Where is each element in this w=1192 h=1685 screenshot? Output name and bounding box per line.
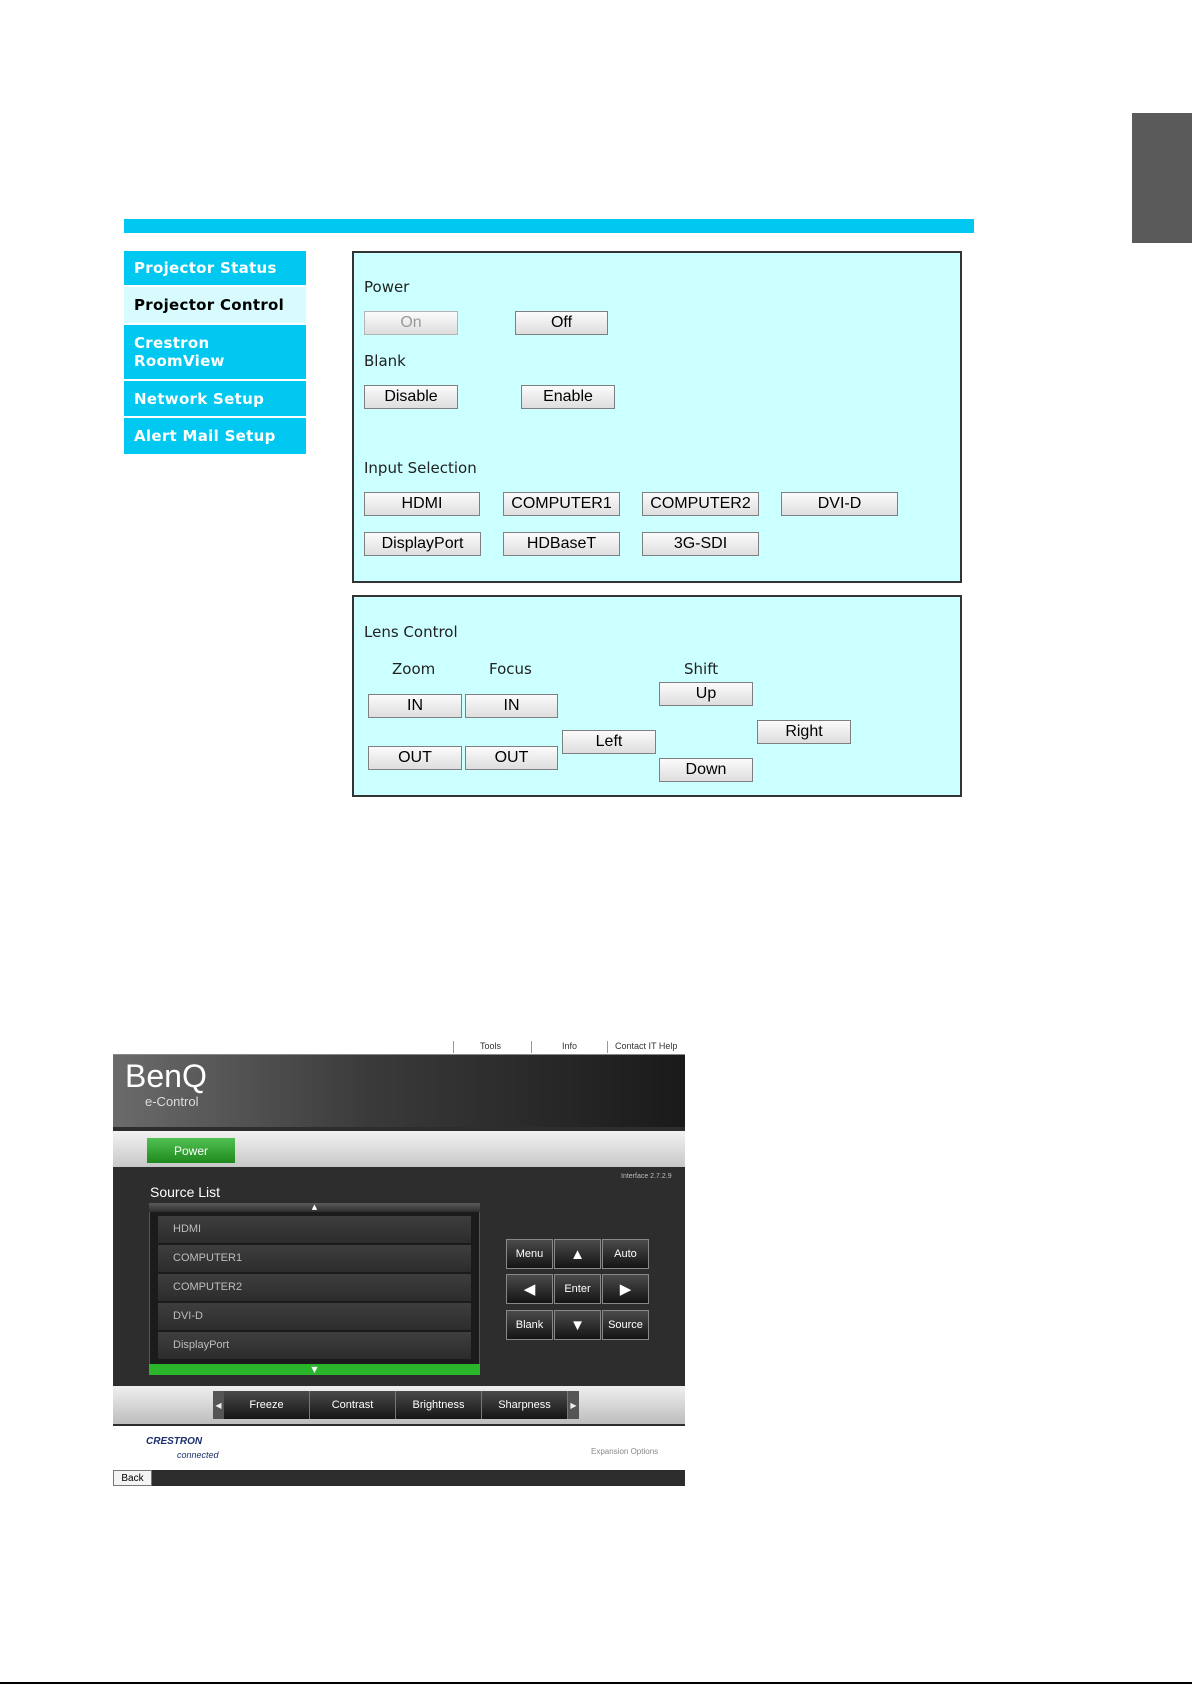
sidebar-item-network-setup[interactable]: Network Setup (124, 381, 306, 418)
contact-it-help-link[interactable]: Contact IT Help (615, 1041, 678, 1051)
auto-button[interactable]: Auto (602, 1239, 649, 1269)
sidebar: Projector Status Projector Control Crest… (124, 251, 306, 456)
econtrol-footer (113, 1426, 685, 1470)
scroll-up-icon[interactable]: ▲ (149, 1203, 480, 1212)
shift-right-button[interactable]: Right (757, 720, 851, 744)
sidebar-item-projector-control[interactable]: Projector Control (124, 287, 306, 325)
zoom-out-button[interactable]: OUT (368, 746, 462, 770)
focus-out-button[interactable]: OUT (465, 746, 558, 770)
sidebar-item-crestron-roomview[interactable]: Crestron RoomView (124, 325, 306, 381)
blank-button[interactable]: Blank (506, 1310, 553, 1340)
contrast-button[interactable]: Contrast (310, 1391, 396, 1419)
shift-left-button[interactable]: Left (562, 730, 656, 754)
shift-label: Shift (684, 660, 719, 678)
source-button[interactable]: Source (602, 1310, 649, 1340)
control-panel (352, 251, 962, 583)
tools-link[interactable]: Tools (480, 1041, 502, 1051)
zoom-in-button[interactable]: IN (368, 694, 462, 718)
econtrol-window: Tools Info Contact IT Help BenQ e-Contro… (113, 1040, 685, 1486)
input-hdbaset-button[interactable]: HDBaseT (503, 532, 620, 556)
sharpness-button[interactable]: Sharpness (482, 1391, 568, 1419)
blank-disable-button[interactable]: Disable (364, 385, 458, 409)
source-list: HDMI COMPUTER1 COMPUTER2 DVI-D DisplayPo… (149, 1203, 480, 1375)
zoom-label: Zoom (392, 660, 436, 678)
sidebar-item-projector-status[interactable]: Projector Status (124, 251, 306, 287)
freeze-button[interactable]: Freeze (224, 1391, 310, 1419)
crestron-logo: CRESTRON (146, 1436, 203, 1447)
power-off-button[interactable]: Off (515, 311, 608, 335)
blank-label: Blank (364, 352, 406, 370)
shift-down-button[interactable]: Down (659, 758, 753, 782)
blank-enable-button[interactable]: Enable (521, 385, 615, 409)
power-on-button[interactable]: On (364, 311, 458, 335)
power-label: Power (364, 278, 410, 296)
function-next-icon[interactable]: ▶ (568, 1391, 579, 1419)
enter-button[interactable]: Enter (554, 1274, 601, 1304)
interface-version: Interface 2.7.2.9 (621, 1173, 672, 1180)
input-dvid-button[interactable]: DVI-D (781, 492, 898, 516)
brightness-button[interactable]: Brightness (396, 1391, 482, 1419)
source-item-hdmi[interactable]: HDMI (158, 1216, 471, 1243)
scroll-down-icon[interactable]: ▼ (149, 1364, 480, 1375)
source-list-title: Source List (150, 1184, 221, 1200)
econtrol-header (113, 1055, 685, 1127)
input-computer2-button[interactable]: COMPUTER2 (642, 492, 759, 516)
expansion-options-link[interactable]: Expansion Options (591, 1447, 659, 1456)
source-item-computer1[interactable]: COMPUTER1 (158, 1245, 471, 1272)
up-arrow-icon[interactable]: ▲ (554, 1239, 601, 1269)
sidebar-item-alert-mail-setup[interactable]: Alert Mail Setup (124, 418, 306, 456)
input-hdmi-button[interactable]: HDMI (364, 492, 480, 516)
econtrol-top-links: Tools Info Contact IT Help (113, 1040, 685, 1055)
down-arrow-icon[interactable]: ▼ (554, 1310, 601, 1340)
lens-control-title: Lens Control (364, 623, 458, 641)
crestron-connected-text: connected (177, 1450, 219, 1460)
econtrol-power-button[interactable]: Power (147, 1138, 235, 1163)
input-computer1-button[interactable]: COMPUTER1 (503, 492, 620, 516)
page-footer-rule (0, 1682, 1192, 1684)
focus-in-button[interactable]: IN (465, 694, 558, 718)
function-prev-icon[interactable]: ◀ (213, 1391, 224, 1419)
econtrol-subtitle: e-Control (145, 1094, 199, 1109)
right-arrow-icon[interactable]: ▶ (602, 1274, 649, 1304)
shift-up-button[interactable]: Up (659, 682, 753, 706)
focus-label: Focus (489, 660, 532, 678)
header-bar (124, 219, 974, 233)
chapter-tab (1132, 113, 1192, 243)
input-3gsdi-button[interactable]: 3G-SDI (642, 532, 759, 556)
back-button[interactable]: Back (113, 1470, 152, 1486)
left-arrow-icon[interactable]: ◀ (506, 1274, 553, 1304)
input-selection-label: Input Selection (364, 459, 477, 477)
menu-button[interactable]: Menu (506, 1239, 553, 1269)
source-item-computer2[interactable]: COMPUTER2 (158, 1274, 471, 1301)
source-item-displayport[interactable]: DisplayPort (158, 1332, 471, 1359)
source-item-dvid[interactable]: DVI-D (158, 1303, 471, 1330)
input-displayport-button[interactable]: DisplayPort (364, 532, 481, 556)
info-link[interactable]: Info (562, 1041, 578, 1051)
benq-logo: BenQ (125, 1058, 207, 1094)
